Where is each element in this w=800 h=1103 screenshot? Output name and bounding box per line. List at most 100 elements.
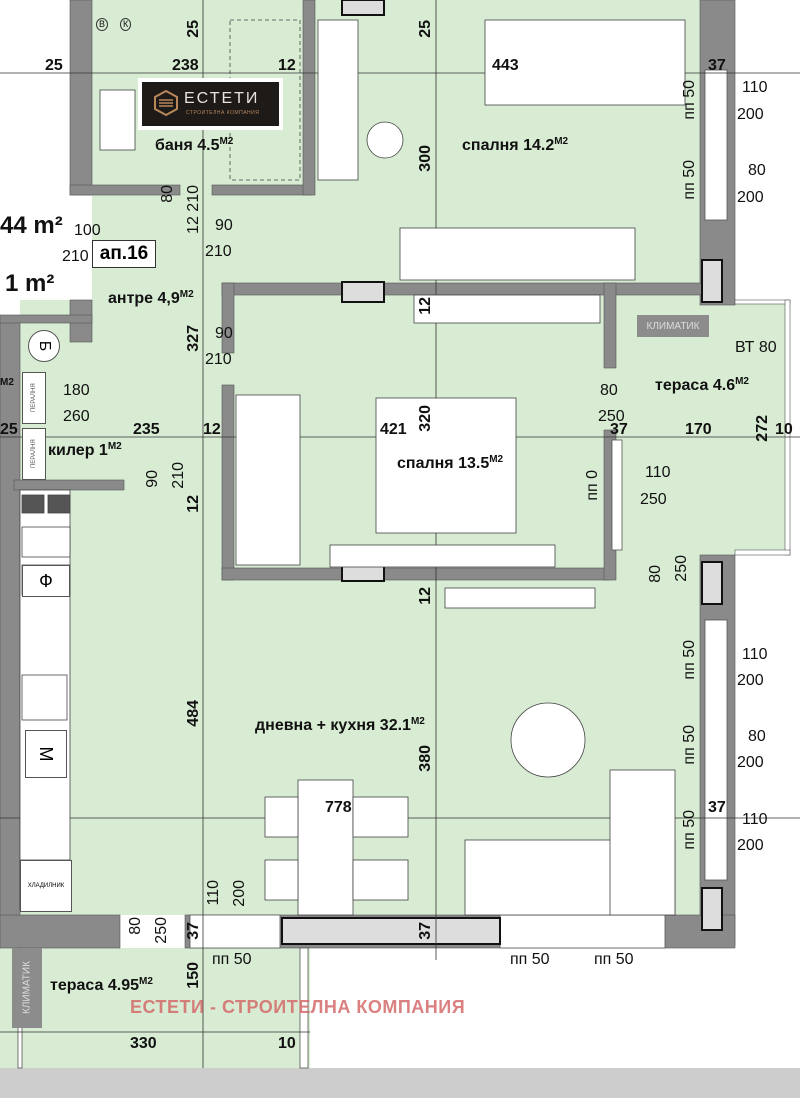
dim: 200 [737,672,764,689]
area-total: 44 m² [0,212,63,239]
dim: пп 0 [584,470,601,501]
bath-valve-k: К [120,18,132,31]
dim: 200 [737,189,764,206]
dim: 210 [205,243,232,260]
dim: 238 [172,57,199,74]
room-closet: килер 1M2 [48,441,122,459]
dim: 330 [130,1035,157,1052]
logo-subtitle: СТРОИТЕЛНА КОМПАНИЯ [186,110,260,116]
dim: пп 50 [510,951,550,968]
dim: 12 [417,297,434,315]
room-terrace-2: тераса 4.95M2 [50,976,153,994]
dim: пп 50 [681,640,698,680]
dim: 110 [742,79,768,96]
washer-2: ПЕРАЛНЯ [22,428,46,480]
watermark: ЕСТЕТИ - СТРОИТЕЛНА КОМПАНИЯ [130,997,466,1017]
dim: 250 [153,917,170,944]
boiler-icon: Б [28,330,60,362]
dim: 80 [127,917,144,935]
dim: пп 50 [681,80,698,120]
dim: 100 [74,222,101,239]
washer: ПЕРАЛНЯ [22,372,46,424]
room-bath: баня 4.5M2 [155,136,234,154]
dim: 150 [185,962,202,989]
bath-valve-v: В [96,18,109,31]
dim: 80 [748,162,766,179]
dim: 250 [640,491,667,508]
dim: 10 [278,1035,296,1052]
dim: пп 50 [681,160,698,200]
dim: 80 [159,185,176,203]
dim: 80 [647,565,664,583]
dim: 12 210 [185,185,202,234]
dim: 260 [63,408,90,425]
dim: 778 [325,799,352,816]
room-bedroom-1: спалня 14.2M2 [462,136,569,154]
dim: 12 [185,495,202,513]
ac-unit-terrace: КЛИМАТИК [12,948,42,1028]
company-logo: ЕСТЕТИ СТРОИТЕЛНА КОМПАНИЯ [138,78,283,130]
dim: пп 50 [681,810,698,850]
dim: 110 [205,880,222,906]
dim: 380 [417,745,434,772]
dim: пп 50 [212,951,252,968]
fridge: ХЛАДИЛНИК [20,860,72,912]
dim: 272 [754,415,771,442]
dim: 37 [610,421,628,438]
dim: 37 [417,922,434,940]
boiler-label: ВТ 80 [735,339,777,356]
dim: 90 [144,470,161,488]
dim: 110 [645,464,671,481]
dim: 12 [417,587,434,605]
dim: 210 [62,248,89,265]
dim: 12 [203,421,221,438]
hob-icon: Ф [22,565,70,597]
dim: пп 50 [681,725,698,765]
dim: 200 [737,106,764,123]
dim: 25 [185,20,202,38]
columns [281,0,723,945]
logo-mark-icon [154,90,178,116]
dim: 25 [45,57,63,74]
dishwasher-icon: M [25,730,67,778]
room-bedroom-2: спалня 13.5M2 [397,454,504,472]
dim: 200 [737,837,764,854]
dim: пп 50 [594,951,634,968]
dim: 421 [380,421,407,438]
dim: 180 [63,382,90,399]
dim: 90 [215,217,233,234]
apartment-label: ап.16 [92,240,156,268]
dim: 25 [0,421,18,438]
dim: 80 [748,728,766,745]
dim: 200 [737,754,764,771]
room-living-kitchen: дневна + кухня 32.1M2 [255,716,425,734]
dim: 110 [742,811,768,828]
dim: 250 [598,408,625,425]
ac-unit: КЛИМАТИК [637,315,709,337]
room-terrace-1: тераса 4.6M2 [655,376,749,394]
dim: 80 [600,382,618,399]
logo-name: ЕСТЕТИ [184,90,260,107]
dim: 300 [417,145,434,172]
dim: 443 [492,57,519,74]
dim: 320 [417,405,434,432]
room-hall: антре 4,9M2 [108,289,194,307]
furniture [19,19,686,916]
dim: 12 [278,57,296,74]
area-unit-left: M2 [0,377,14,388]
dim: 210 [205,351,232,368]
dim: 37 [708,57,726,74]
dim: 37 [708,799,726,816]
dim: 10 [775,421,793,438]
dim: 484 [185,700,202,727]
dim: 250 [673,555,690,582]
dim: 110 [742,646,768,663]
dim: 25 [417,20,434,38]
windows [17,69,728,1069]
dim: 170 [685,421,712,438]
dim: 37 [185,922,202,940]
dim: 200 [231,880,248,907]
dim: 235 [133,421,160,438]
dim: 210 [170,462,187,489]
